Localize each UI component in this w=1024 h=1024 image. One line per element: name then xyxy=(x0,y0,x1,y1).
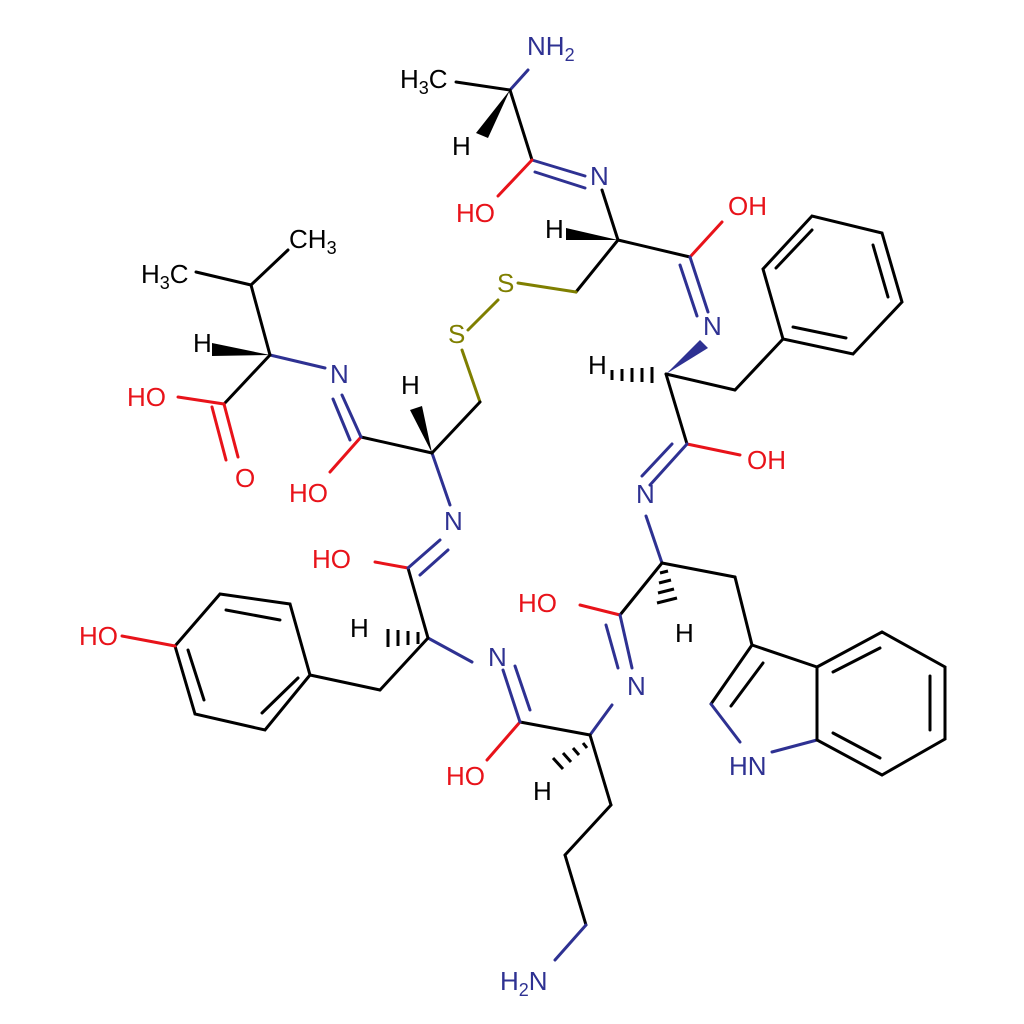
atom-label-h_cys2: H xyxy=(401,370,420,400)
atom-label-h_trp: H xyxy=(675,618,694,648)
atom-label-oh_phe: OH xyxy=(747,445,786,475)
atom-label-ch3_val_b: CH3 xyxy=(289,224,337,258)
atom-label-ch3_ala: H3C xyxy=(400,64,448,98)
atom-label-ch3_val_a: H3C xyxy=(141,259,189,293)
atom-label-n_cys2: N xyxy=(444,506,463,536)
atom-label-ho_tyr: HO xyxy=(312,544,351,574)
atom-label-h_lys: H xyxy=(533,776,552,806)
atom-label-ho1: HO xyxy=(456,198,495,228)
atom-label-ho_val: HO xyxy=(127,382,166,412)
atom-label-h_cys1: H xyxy=(545,214,564,244)
atom-label-s2: S xyxy=(448,319,465,349)
atom-label-hn_indole: HN xyxy=(729,751,767,781)
atom-label-ho_phenol: HO xyxy=(79,621,118,651)
atom-label-n_val: N xyxy=(330,359,349,389)
atom-label-h_val: H xyxy=(193,328,212,358)
bonds xyxy=(120,68,947,962)
atom-label-h_tyr: H xyxy=(350,613,369,643)
atom-label-ho_lys: HO xyxy=(446,761,485,791)
atom-label-nh2_top: NH2 xyxy=(527,31,575,65)
atom-label-s1: S xyxy=(497,268,514,298)
atom-label-n3: N xyxy=(636,479,655,509)
atom-label-n4: N xyxy=(627,671,646,701)
atom-label-ho_trp: HO xyxy=(518,588,557,618)
atom-label-h_phe: H xyxy=(588,350,607,380)
atom-label-ho_cys2: HO xyxy=(289,478,328,508)
atom-label-n_tyr: N xyxy=(488,642,507,672)
atom-label-oh_cys1: OH xyxy=(728,191,767,221)
atom-label-n2: N xyxy=(703,311,722,341)
atom-label-h2n_lys: H2N xyxy=(500,966,548,1000)
atom-label-h_ala: H xyxy=(452,131,471,161)
atom-label-n1: N xyxy=(590,161,609,191)
atom-label-o_val: O xyxy=(235,463,255,493)
